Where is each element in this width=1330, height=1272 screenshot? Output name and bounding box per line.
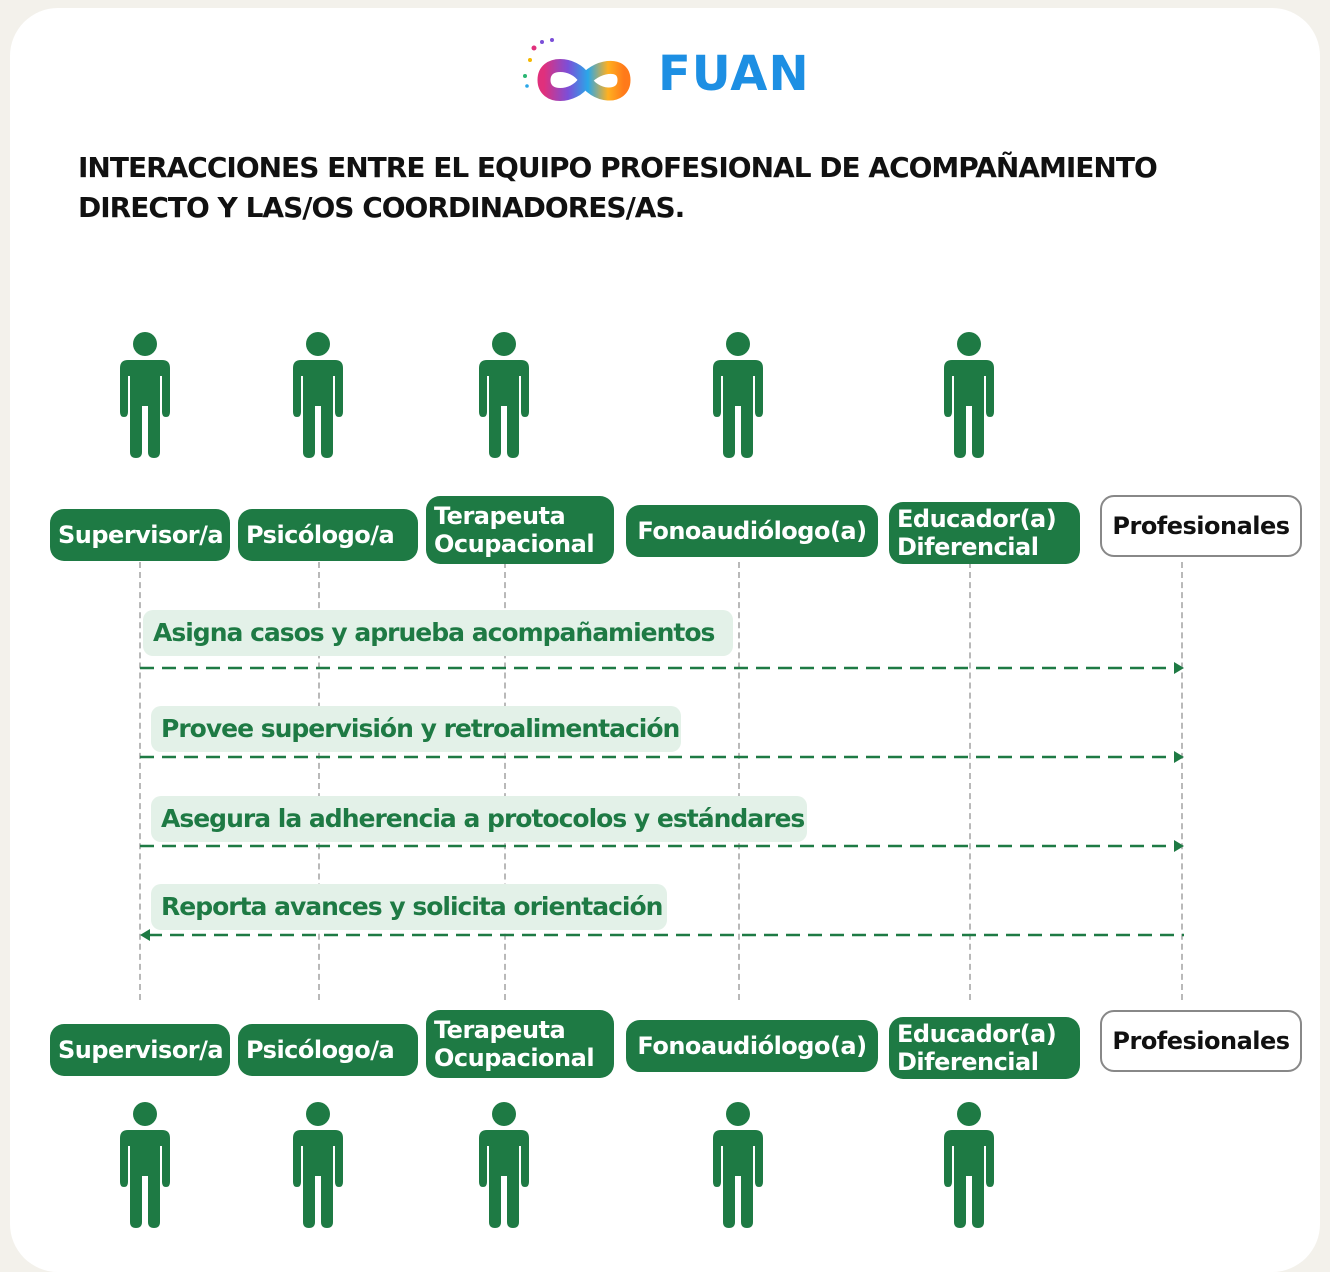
message-arrow-right — [140, 662, 1184, 674]
role-supervisor: Supervisor/a — [50, 509, 230, 561]
message-label: Asegura la adherencia a protocolos y est… — [151, 796, 807, 842]
role-profesionales: Profesionales — [1100, 495, 1302, 557]
role-profesionales: Profesionales — [1100, 1010, 1302, 1072]
person-icon — [479, 1102, 529, 1228]
role-psicologo: Psicólogo/a — [238, 1024, 418, 1076]
infinity-logo-icon — [523, 38, 631, 101]
lifeline-supervisor — [139, 562, 141, 1000]
person-icon — [120, 1102, 170, 1228]
role-terapeuta-ocupacional: Terapeuta Ocupacional — [426, 1010, 614, 1078]
role-psicologo: Psicólogo/a — [238, 509, 418, 561]
person-icon — [944, 1102, 994, 1228]
message-label: Reporta avances y solicita orientación — [151, 884, 667, 930]
person-icon — [120, 332, 170, 458]
person-icon — [293, 1102, 343, 1228]
message-arrow-left — [140, 929, 1184, 941]
person-icon — [713, 332, 763, 458]
person-icon — [293, 332, 343, 458]
person-icon — [713, 1102, 763, 1228]
message-arrow-right — [140, 840, 1184, 852]
role-fonoaudiologo: Fonoaudiólogo(a) — [626, 1020, 878, 1072]
diagram-title: INTERACCIONES ENTRE EL EQUIPO PROFESIONA… — [78, 151, 1158, 224]
role-terapeuta-ocupacional: Terapeuta Ocupacional — [426, 496, 614, 564]
lifeline-profesionales — [1181, 562, 1183, 1000]
message-arrow-right — [140, 751, 1184, 763]
role-fonoaudiologo: Fonoaudiólogo(a) — [626, 505, 878, 557]
role-educador-diferencial: Educador(a) Diferencial — [889, 1017, 1080, 1079]
person-icon — [479, 332, 529, 458]
person-icon — [944, 332, 994, 458]
message-label: Asigna casos y aprueba acompañamientos — [143, 610, 733, 656]
brand-name: FUAN — [658, 46, 810, 102]
fuan-logo: FUAN — [520, 36, 820, 116]
lifeline-psicologo — [318, 562, 320, 1000]
lifeline-terapeuta — [504, 562, 506, 1000]
role-supervisor: Supervisor/a — [50, 1024, 230, 1076]
lifeline-fonoaudiologo — [738, 562, 740, 1000]
lifeline-educador — [969, 562, 971, 1000]
message-label: Provee supervisión y retroalimentación — [151, 706, 681, 752]
role-educador-diferencial: Educador(a) Diferencial — [889, 502, 1080, 564]
